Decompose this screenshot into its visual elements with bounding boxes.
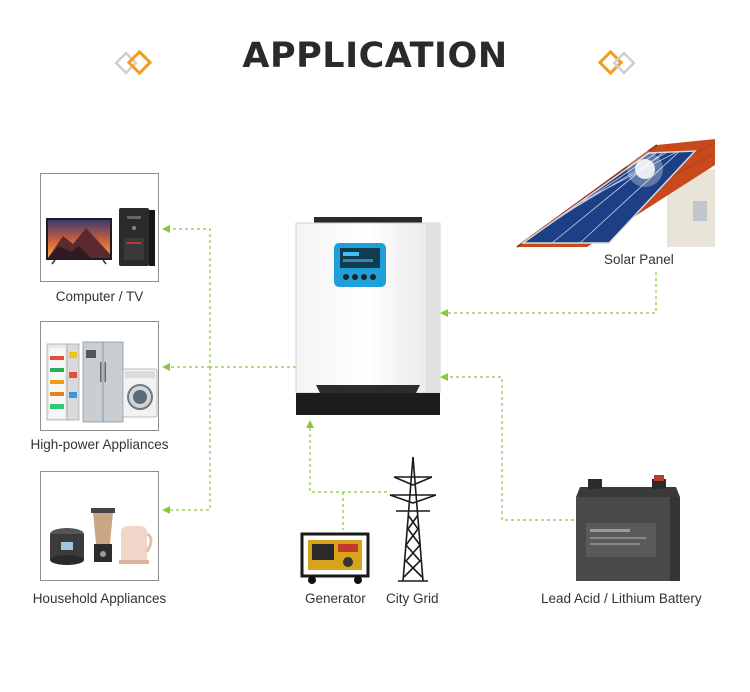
computer-tv-label: Computer / TV [55, 289, 144, 304]
power-tower-icon [389, 456, 437, 582]
solar-panel-label: Solar Panel [604, 252, 674, 267]
flow-to-tv [162, 225, 296, 368]
city-grid-label: City Grid [386, 591, 439, 606]
flow-from-generator-grid [306, 420, 387, 493]
computer-tower-icon [119, 208, 155, 266]
flow-from-solar [440, 272, 657, 317]
computer-tv-box [40, 173, 159, 282]
high-power-appliances-box [40, 321, 159, 431]
right-diamond-icon [597, 49, 636, 76]
high-power-appliances-label: High-power Appliances [30, 437, 169, 452]
rice-cooker-icon [50, 508, 153, 565]
flow-to-household [162, 367, 211, 514]
generator-label: Generator [305, 591, 366, 606]
flow-from-battery [440, 373, 574, 521]
solar-panel-icon [516, 139, 716, 248]
battery-label: Lead Acid / Lithium Battery [541, 591, 702, 606]
page-title: APPLICATION [242, 36, 508, 76]
tv-icon [46, 218, 112, 265]
hybrid-inverter [295, 217, 441, 415]
washing-machine-icon [122, 368, 158, 418]
household-appliances-box [40, 471, 159, 581]
generator-icon [300, 532, 370, 584]
left-diamond-icon [114, 49, 153, 76]
battery-icon [576, 475, 680, 581]
household-appliances-label: Household Appliances [32, 591, 167, 606]
